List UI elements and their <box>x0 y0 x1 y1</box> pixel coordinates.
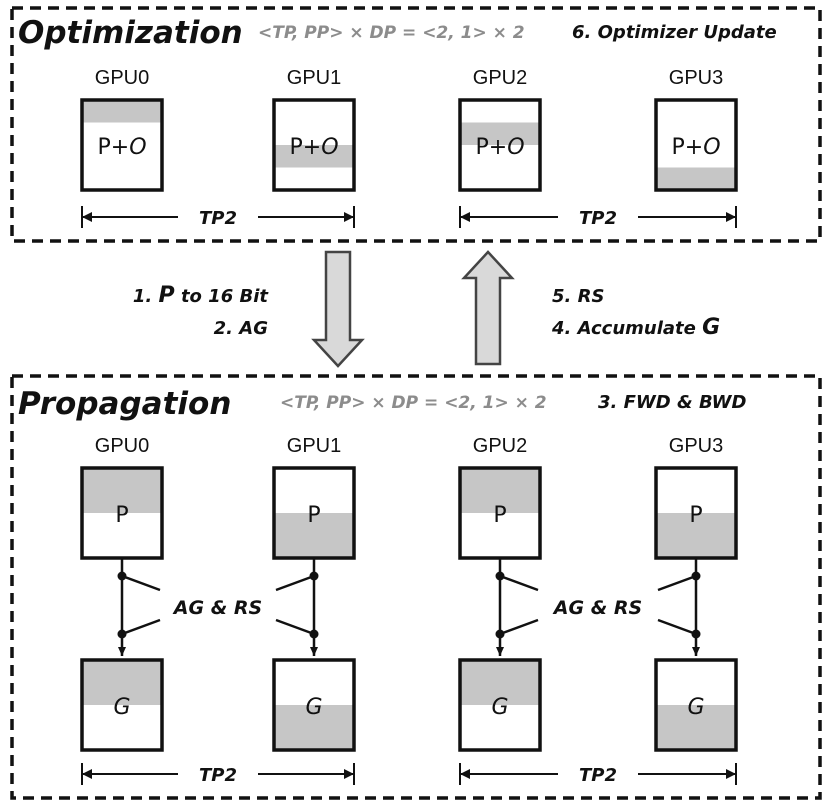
step-accumulate-g: 4. Accumulate G <box>551 315 720 340</box>
opt-gpu2-frame <box>458 98 542 192</box>
propagation-config: <TP, PP> × DP = <2, 1> × 2 <box>280 393 547 413</box>
prop-gpu1-g-box: G <box>272 658 356 752</box>
up-block-arrow-icon <box>461 250 515 366</box>
comm-label-left: AG & RS <box>172 597 262 619</box>
comm-link-gpu2 <box>495 558 539 656</box>
prop-gpu1-g-label: G <box>305 695 322 720</box>
prop-gpu2-g-box: G <box>458 658 542 752</box>
opt-tp-label-right: TP2 <box>579 208 617 229</box>
prop-tp-bracket-right: TP2 <box>459 763 737 786</box>
optimization-config: <TP, PP> × DP = <2, 1> × 2 <box>258 23 525 43</box>
opt-gpu2-label: GPU2 <box>473 67 527 89</box>
opt-gpu2-shard <box>460 122 540 145</box>
opt-tp-label-left: TP2 <box>199 208 237 229</box>
down-block-arrow-icon <box>311 250 365 368</box>
prop-gpu0-g-frame <box>80 658 164 752</box>
comm-link-gpu1 <box>275 558 319 656</box>
optimizer-update-step: 6. Optimizer Update <box>572 22 777 43</box>
opt-gpu0-cell-label: P+O <box>97 135 146 160</box>
prop-gpu1-label: GPU1 <box>287 435 341 457</box>
prop-gpu3-g-box: G <box>654 658 738 752</box>
prop-gpu0-g-shard <box>82 660 162 705</box>
prop-gpu2-g-frame <box>458 658 542 752</box>
prop-gpu3-g-label: G <box>687 695 704 720</box>
prop-gpu1-p-label: P <box>307 503 320 528</box>
prop-gpu0-p-shard <box>82 468 162 513</box>
opt-gpu3-shard <box>656 167 736 190</box>
opt-gpu2-box: P+O <box>458 98 542 192</box>
step-ag: 2. AG <box>214 318 268 339</box>
opt-gpu3-cell-label: P+O <box>671 135 720 160</box>
comm-label-right: AG & RS <box>552 597 642 619</box>
prop-tp-bracket-left: TP2 <box>81 763 355 786</box>
prop-gpu2-label: GPU2 <box>473 435 527 457</box>
opt-gpu3-box: P+O <box>654 98 738 192</box>
opt-gpu0-label: GPU0 <box>95 67 149 89</box>
prop-gpu2-g-shard <box>460 660 540 705</box>
opt-tp-bracket-right: TP2 <box>459 206 737 229</box>
up-transition: 5. RS 4. Accumulate G <box>461 250 720 366</box>
step-p-to-16bit: 1. P to 16 Bit <box>133 283 269 308</box>
prop-gpu3-label: GPU3 <box>669 435 723 457</box>
prop-tp-label-right: TP2 <box>579 765 617 786</box>
prop-gpu3-g-shard <box>656 705 736 750</box>
prop-gpu3-p-label: P <box>689 503 702 528</box>
prop-gpu2-p-label: P <box>493 503 506 528</box>
prop-gpu0-g-label: G <box>113 695 130 720</box>
opt-gpu1-label: GPU1 <box>287 67 341 89</box>
down-transition: 1. P to 16 Bit 2. AG <box>133 250 365 368</box>
prop-gpu3-p-box: P <box>654 466 738 560</box>
propagation-title: Propagation <box>18 386 231 422</box>
prop-gpu0-label: GPU0 <box>95 435 149 457</box>
propagation-frame <box>10 374 822 800</box>
opt-gpu2-cell-label: P+O <box>475 135 524 160</box>
prop-gpu1-p-shard <box>274 513 354 558</box>
comm-link-gpu0 <box>117 558 161 656</box>
prop-gpu2-g-label: G <box>491 695 508 720</box>
opt-gpu1-cell-label: P+O <box>289 135 338 160</box>
prop-gpu3-p-shard <box>656 513 736 558</box>
opt-gpu1-box: P+O <box>272 98 356 192</box>
prop-gpu1-g-frame <box>272 658 356 752</box>
prop-tp-label-left: TP2 <box>199 765 237 786</box>
step-rs: 5. RS <box>552 286 604 307</box>
opt-gpu1-frame <box>272 98 356 192</box>
opt-tp-bracket-left: TP2 <box>81 206 355 229</box>
opt-gpu0-frame <box>80 98 164 192</box>
optimization-panel: Optimization <TP, PP> × DP = <2, 1> × 2 … <box>10 6 822 243</box>
opt-gpu1-shard <box>274 145 354 168</box>
optimization-frame <box>10 6 822 243</box>
prop-gpu0-p-label: P <box>115 503 128 528</box>
opt-gpu3-frame <box>654 98 738 192</box>
propagation-panel: Propagation <TP, PP> × DP = <2, 1> × 2 3… <box>10 374 822 800</box>
prop-gpu0-p-box: P <box>80 466 164 560</box>
fwd-bwd-step: 3. FWD & BWD <box>598 392 747 413</box>
opt-gpu3-label: GPU3 <box>669 67 723 89</box>
optimization-title: Optimization <box>18 15 243 51</box>
prop-gpu2-p-shard <box>460 468 540 513</box>
prop-gpu0-g-box: G <box>80 658 164 752</box>
prop-gpu2-p-box: P <box>458 466 542 560</box>
comm-link-gpu3 <box>657 558 701 656</box>
opt-gpu0-box: P+O <box>80 98 164 192</box>
prop-gpu1-p-box: P <box>272 466 356 560</box>
prop-gpu1-g-shard <box>274 705 354 750</box>
prop-gpu3-g-frame <box>654 658 738 752</box>
opt-gpu0-shard <box>82 100 162 123</box>
